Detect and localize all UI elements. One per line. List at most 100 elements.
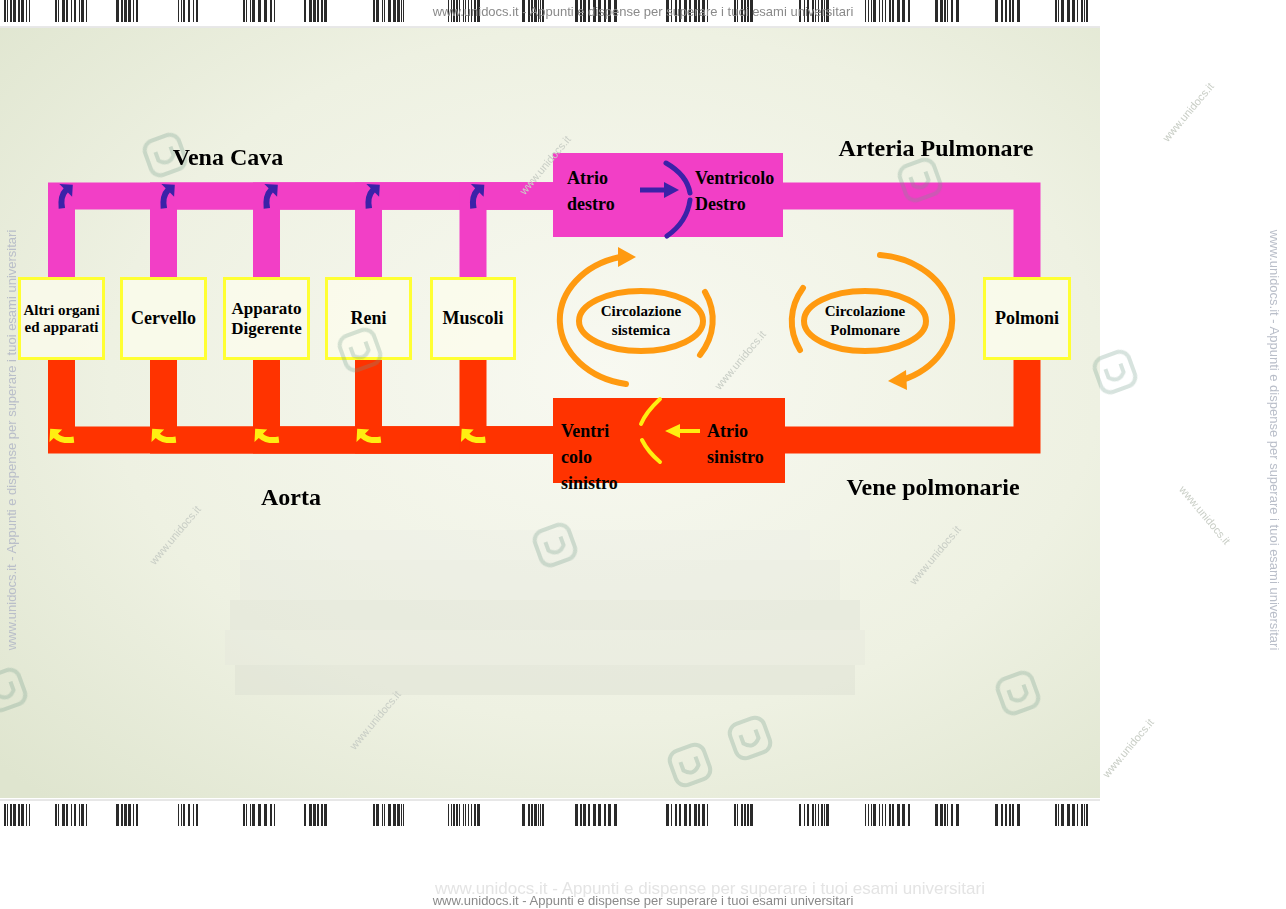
barcode-stripe <box>871 0 872 22</box>
barcode-stripe <box>258 804 261 826</box>
barcode-stripe <box>1086 804 1088 826</box>
logo-frame <box>727 715 773 761</box>
barcode-stripe <box>304 0 306 22</box>
barcode-stripe <box>13 804 16 826</box>
barcode-stripe <box>944 804 946 826</box>
barcode-stripe <box>264 804 267 826</box>
barcode-stripe <box>908 0 910 22</box>
barcode-stripe <box>376 804 379 826</box>
logo-mark <box>910 172 930 190</box>
flow-arrow <box>640 188 668 193</box>
node-text: Ventricolo Destro <box>695 165 791 217</box>
barcode-stripe <box>892 804 894 826</box>
barcode-stripe <box>702 804 705 826</box>
blood-vessel-connector <box>369 360 554 440</box>
organ-box: Muscoli <box>430 277 516 360</box>
barcode-stripe <box>951 804 953 826</box>
barcode-stripe <box>1061 0 1064 22</box>
blood-vessel-connector <box>164 360 554 440</box>
barcode-stripe <box>397 804 400 826</box>
watermark: www.unidocs.it <box>147 503 203 566</box>
barcode-stripe <box>451 804 452 826</box>
barcode-stripe <box>448 804 449 826</box>
watermark-logos <box>0 132 1138 788</box>
barcode-stripe <box>252 0 255 22</box>
barcode-stripe <box>684 804 687 826</box>
barcode-stripe <box>463 804 464 826</box>
watermark: www.unidocs.it <box>1160 80 1216 143</box>
barcode-stripe <box>7 0 8 22</box>
barcode-stripe <box>598 804 601 826</box>
vessel-label: Aorta <box>261 484 321 511</box>
barcode-stripe <box>79 804 80 826</box>
watermark: www.unidocs.it - Appunti e dispense per … <box>1267 230 1282 651</box>
watermark: www.unidocs.it - Appunti e dispense per … <box>4 230 19 651</box>
barcode-stripe <box>1081 804 1083 826</box>
blood-vessel-connector <box>164 196 554 277</box>
barcode-stripe <box>1012 0 1014 22</box>
node-text: Circolazione Polmonare <box>809 302 921 341</box>
blood-vessel-connector <box>369 196 554 277</box>
barcode-stripe <box>459 804 460 826</box>
barcode-stripe <box>453 804 455 826</box>
barcode-stripe <box>196 0 198 22</box>
barcode-stripe <box>865 804 866 826</box>
watermark: www.unidocs.it <box>1177 483 1233 546</box>
barcode-stripe <box>947 0 948 22</box>
barcode-stripe <box>136 0 138 22</box>
barcode-stripe <box>1061 804 1064 826</box>
barcode-stripe <box>1072 0 1075 22</box>
node-text: Ventri colo sinistro <box>561 418 627 496</box>
barcode-stripe <box>947 804 948 826</box>
cycle-arc <box>792 288 803 350</box>
barcode-stripe <box>865 0 866 22</box>
barcode-stripe <box>71 0 72 22</box>
logo-frame <box>0 667 28 713</box>
barcode-stripe <box>270 0 272 22</box>
barcode-stripe <box>666 804 669 826</box>
barcode-stripe <box>1067 0 1070 22</box>
cycle-arc <box>880 255 952 380</box>
logo-mark <box>1105 364 1125 382</box>
barcode-stripe <box>55 804 57 826</box>
barcode-stripe <box>21 0 24 22</box>
barcode-stripe <box>468 804 469 826</box>
barcode-stripe <box>401 0 402 22</box>
barcode-stripe <box>540 804 541 826</box>
node-text: Polmoni <box>995 308 1059 328</box>
barcode-stripe <box>188 804 190 826</box>
barcode-stripe <box>1017 0 1020 22</box>
barcode-stripe <box>1086 0 1088 22</box>
node-text: Muscoli <box>443 308 504 328</box>
barcode-stripe <box>456 804 458 826</box>
barcode-stripe <box>689 804 691 826</box>
organ-box: Apparato Digerente <box>223 277 310 360</box>
watermark-logo <box>897 157 943 203</box>
barcode-stripe <box>246 0 247 22</box>
barcode-stripe <box>124 0 127 22</box>
barcode-stripe <box>940 804 943 826</box>
barcode-stripe <box>128 0 131 22</box>
barcode-stripe <box>1077 804 1078 826</box>
barcode-stripe <box>382 0 383 22</box>
watermark-logo <box>337 327 383 373</box>
barcode-stripe <box>26 0 27 22</box>
organ-box: Altri organi ed apparati <box>18 277 105 360</box>
barcode-stripe <box>897 804 900 826</box>
node-text: Reni <box>351 308 387 328</box>
barcode-stripe <box>324 804 327 826</box>
barcode-stripe <box>246 804 247 826</box>
barcode-stripe <box>1072 804 1075 826</box>
barcode-stripe <box>86 804 87 826</box>
barcode-stripe <box>74 0 76 22</box>
barcode-stripe <box>940 0 943 22</box>
blood-vessel-connector <box>267 360 554 440</box>
barcode-stripe <box>250 804 251 826</box>
barcode-stripe <box>671 804 672 826</box>
barcode-stripe <box>902 0 905 22</box>
organ-box: Polmoni <box>983 277 1071 360</box>
blood-vessel-connector <box>62 196 554 277</box>
logo-mark <box>545 537 565 555</box>
flow-arrow <box>676 429 700 433</box>
